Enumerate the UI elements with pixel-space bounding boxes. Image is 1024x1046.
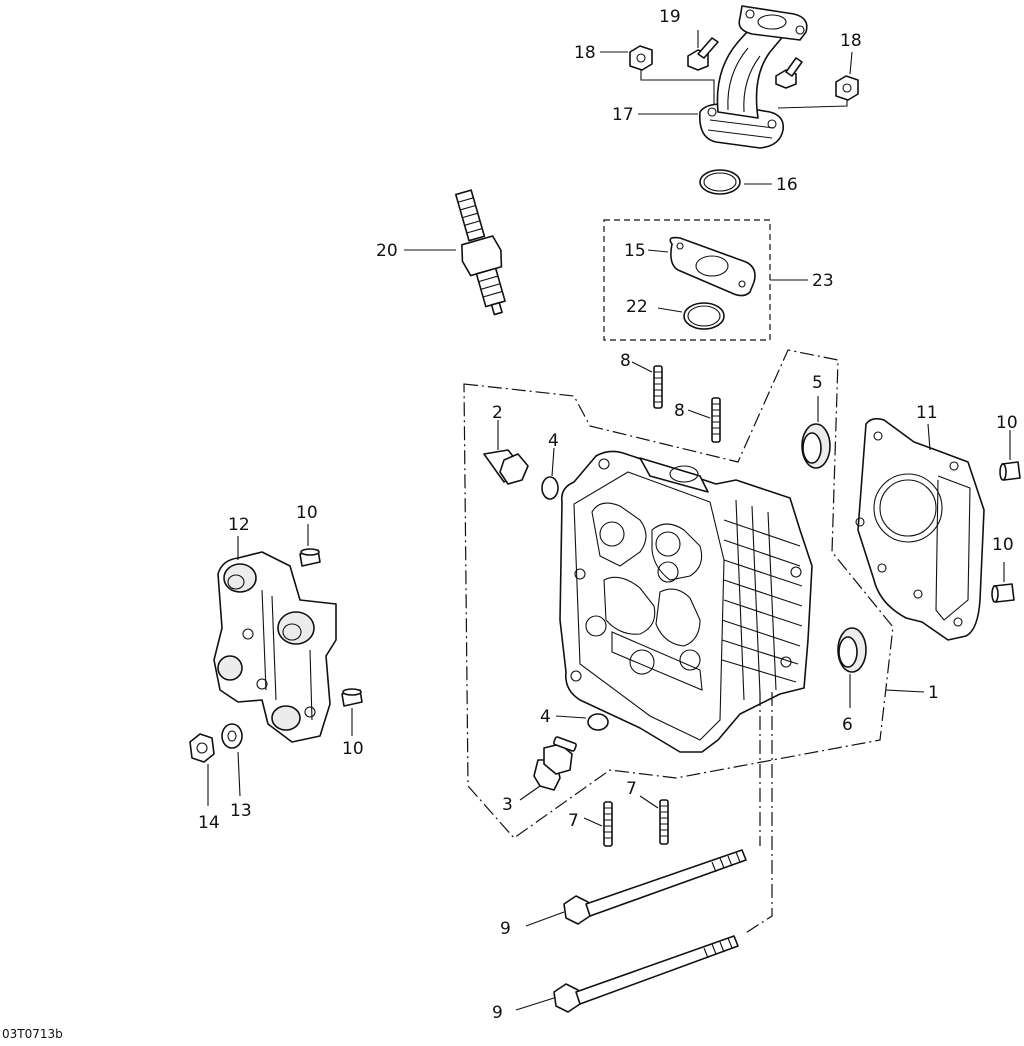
callout-12: 12: [228, 515, 250, 535]
washer-4-lower: [587, 713, 609, 731]
callout-16: 16: [776, 175, 798, 195]
nut-14: [189, 733, 215, 763]
head-gasket-11: [855, 417, 985, 641]
callout-2: 2: [492, 403, 503, 423]
spark-plug-20: [454, 189, 506, 316]
o-ring-22: [683, 302, 725, 330]
callout-13: 13: [230, 801, 252, 821]
callout-10-right-lower: 10: [992, 535, 1014, 555]
insulator-15: [669, 236, 756, 297]
callout-18-left: 18: [574, 43, 596, 63]
callout-10-left-upper: 10: [296, 503, 318, 523]
cylinder-head: [559, 450, 813, 753]
plug-2: [483, 449, 529, 485]
callout-10-left-lower: 10: [342, 739, 364, 759]
callout-18-right: 18: [840, 31, 862, 51]
callout-9-lower: 9: [492, 1003, 503, 1023]
oil-seal-5: [801, 423, 831, 469]
stud-8a: [653, 365, 663, 409]
callout-23: 23: [812, 271, 834, 291]
washer-4-upper: [541, 476, 559, 500]
callout-3: 3: [502, 795, 513, 815]
manifold-nut-right: [835, 75, 859, 101]
callout-15: 15: [624, 241, 646, 261]
callout-4-lower: 4: [540, 707, 551, 727]
callout-10-right-upper: 10: [996, 413, 1018, 433]
stud-8b: [711, 397, 721, 443]
plug-3: [533, 736, 577, 791]
long-bolt-9-lower: [553, 935, 739, 1013]
callout-17: 17: [612, 105, 634, 125]
dowel-pin-10-left-lower: [341, 688, 363, 707]
stud-7b: [659, 799, 669, 845]
manifold-nut-left: [629, 45, 653, 71]
callout-20: 20: [376, 241, 398, 261]
callout-1: 1: [928, 683, 939, 703]
manifold-stud-right: [775, 57, 803, 89]
washer-13: [221, 723, 243, 749]
callout-8-upper: 8: [620, 351, 631, 371]
callout-7-right: 7: [626, 779, 637, 799]
camshaft-holder-12: [213, 551, 337, 743]
oil-seal-6: [837, 627, 867, 673]
dowel-pin-10-right-lower: [991, 583, 1015, 603]
callout-11: 11: [916, 403, 938, 423]
stud-7a: [603, 801, 613, 847]
callout-22: 22: [626, 297, 648, 317]
callout-5: 5: [812, 373, 823, 393]
callout-19: 19: [659, 7, 681, 27]
dowel-pin-10-left-upper: [299, 548, 321, 567]
long-bolt-9-upper: [563, 849, 747, 925]
dowel-pin-10-right-upper: [999, 461, 1021, 481]
diagram-code: 03T0713b: [2, 1027, 63, 1041]
manifold-stud-19: [687, 37, 719, 71]
callout-9-upper: 9: [500, 919, 511, 939]
callout-14: 14: [198, 813, 220, 833]
callout-4-upper: 4: [548, 431, 559, 451]
callout-7-left: 7: [568, 811, 579, 831]
callout-6: 6: [842, 715, 853, 735]
intake-manifold: [699, 5, 808, 149]
callout-8-lower: 8: [674, 401, 685, 421]
o-ring-16: [699, 169, 741, 195]
